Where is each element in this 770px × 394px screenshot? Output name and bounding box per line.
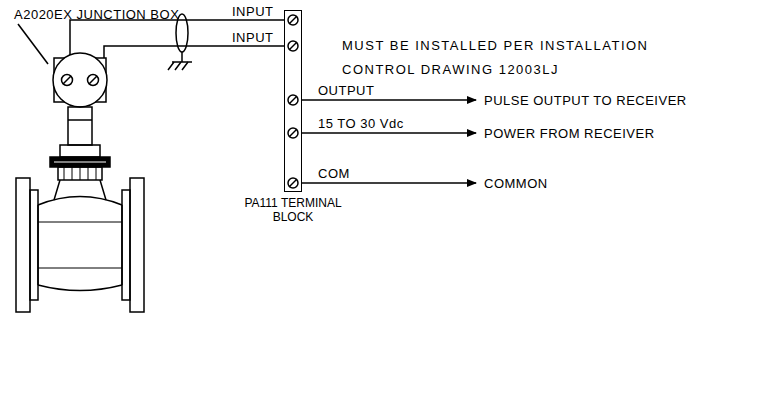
terminal-screws	[288, 15, 298, 188]
flowmeter-body-stroke	[38, 205, 122, 285]
signal-name: INPUT	[232, 4, 274, 19]
terminal-screws-stroke	[289, 96, 297, 104]
terminal-screws-stroke	[288, 41, 298, 51]
terminal-name: 15 TO 30 Vdc	[318, 116, 404, 131]
terminal-screws-stroke	[289, 16, 297, 24]
input-wires-stroke	[104, 46, 285, 60]
terminal-screws-stroke	[289, 179, 297, 187]
flowmeter-body-stroke	[38, 222, 122, 268]
terminal-screws-stroke	[288, 128, 298, 138]
cable-shield-stroke	[181, 52, 183, 62]
terminal-name: OUTPUT	[318, 83, 374, 98]
installation-note: MUST BE INSTALLED PER INSTALLATION CONTR…	[342, 34, 722, 82]
pickup-neck-stroke	[54, 162, 106, 163]
ground-symbol-stroke	[172, 61, 192, 63]
input-wires-stroke	[70, 20, 285, 60]
pickup-neck-stroke	[50, 157, 110, 167]
ground-symbol-stroke	[168, 62, 188, 70]
terminal-block: PA111 TERMINAL BLOCK	[284, 10, 302, 192]
signal-destination: POWER FROM RECEIVER	[484, 126, 655, 141]
terminal-screws-stroke	[288, 95, 298, 105]
flowmeter-body	[16, 178, 144, 312]
leader-line-stroke	[18, 24, 48, 64]
pickup-neck-stroke	[64, 167, 96, 180]
junction-box-stroke	[53, 53, 107, 107]
pickup-neck-stroke	[58, 167, 102, 180]
pickup-neck-stroke	[68, 107, 92, 145]
output-wires-stroke	[302, 132, 476, 134]
pickup-neck	[50, 107, 110, 180]
signal-destination: COMMON	[484, 176, 548, 191]
terminal-screws-stroke	[289, 42, 297, 50]
terminal-screws-stroke	[288, 178, 298, 188]
part-name: A2020EX JUNCTION BOX	[14, 7, 179, 22]
junction-box	[53, 53, 107, 107]
flowmeter-body-stroke	[54, 180, 106, 200]
output-wires	[302, 100, 476, 183]
output-wires-stroke	[302, 99, 476, 101]
flowmeter-body-stroke	[16, 178, 30, 312]
leader-line	[18, 24, 48, 64]
junction-box-stroke	[63, 76, 97, 84]
pickup-neck-stroke	[68, 119, 92, 121]
input-wires	[70, 20, 285, 60]
terminal-name: COM	[318, 166, 350, 181]
flowmeter-body-stroke	[130, 178, 144, 312]
output-wires-stroke	[302, 182, 476, 184]
terminal-screws-stroke	[288, 15, 298, 25]
ground-symbol	[168, 62, 192, 70]
flowmeter-body-stroke	[30, 190, 38, 300]
signal-name: INPUT	[232, 30, 274, 45]
terminal-screws-stroke	[289, 129, 297, 137]
block-label: PA111 TERMINAL BLOCK	[239, 196, 347, 224]
flowmeter-body-stroke	[38, 197, 122, 206]
signal-destination: PULSE OUTPUT TO RECEIVER	[484, 93, 687, 108]
flowmeter-body-stroke	[122, 190, 130, 300]
flowmeter-body-stroke	[38, 285, 122, 291]
pickup-neck-stroke	[60, 145, 100, 157]
